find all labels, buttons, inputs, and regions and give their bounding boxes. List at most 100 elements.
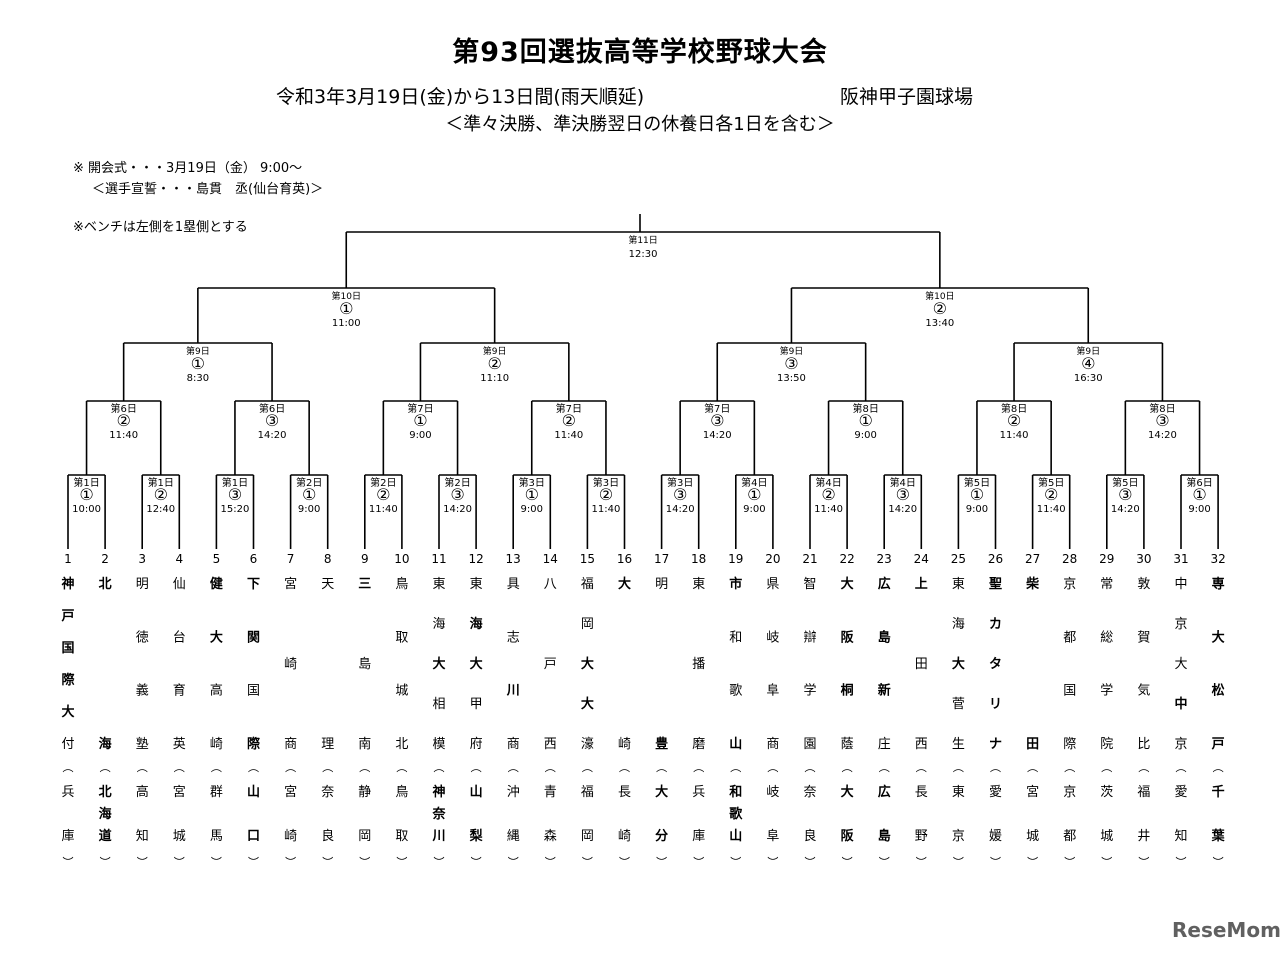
team-number: 26: [988, 552, 1003, 566]
team-prefecture-char: 島: [878, 828, 891, 844]
team-name-char: 鳥: [395, 577, 408, 592]
team-name-char: 戸: [1212, 737, 1225, 752]
team-number: 1: [64, 552, 72, 566]
team-number: 11: [431, 552, 446, 566]
team-prefecture-char: 山: [470, 784, 483, 800]
match-day-label: 第6日: [259, 402, 285, 415]
team-prefecture-char: 大: [841, 784, 854, 800]
paren-close: ︶: [730, 856, 741, 869]
team-prefecture-char: 崎: [618, 829, 631, 844]
team-number: 31: [1173, 552, 1188, 566]
team-name-char: 付: [61, 737, 74, 752]
paren-close: ︶: [1027, 856, 1038, 869]
team-prefecture-char: 福: [1137, 785, 1150, 800]
match-day-label: 第4日: [741, 476, 767, 489]
team-name-char: 具: [507, 577, 520, 592]
team-name-char: 商: [766, 737, 779, 752]
paren-open: ︵: [508, 761, 519, 774]
team-prefecture-char: 良: [803, 828, 816, 844]
paren-close: ︶: [916, 856, 927, 869]
match-time-label: 11:40: [592, 504, 621, 515]
match-day-label: 第6日: [1186, 476, 1212, 489]
team-prefecture-char: 長: [915, 785, 928, 800]
paren-close: ︶: [1213, 856, 1224, 869]
team-number: 25: [951, 552, 966, 566]
match-day-label: 第9日: [483, 345, 507, 357]
team-prefecture-char: 和: [729, 784, 742, 800]
team-prefecture-char: 京: [952, 829, 965, 844]
match-time-label: 14:20: [888, 504, 917, 515]
team-prefecture-char: 崎: [284, 829, 297, 844]
team-name-char: 生: [952, 737, 965, 752]
paren-close: ︶: [211, 856, 222, 869]
match-time-label: 9:00: [854, 430, 876, 441]
team-name-char: 田: [1026, 737, 1039, 752]
match-day-label: 第5日: [1038, 476, 1064, 489]
team-name-char: 市: [729, 576, 742, 592]
team-name-char: 下: [247, 577, 260, 592]
match-number-label: ①: [339, 299, 353, 318]
team-name-char: 柴: [1025, 576, 1040, 592]
team-name-char: 播: [692, 657, 705, 672]
team-name-char: 中: [1174, 696, 1187, 712]
team-name-char: 宮: [284, 576, 297, 592]
match-day-label: 第5日: [1112, 476, 1138, 489]
team-name-char: 学: [1100, 683, 1113, 699]
match-time-label: 13:40: [925, 318, 954, 329]
match-time-label: 14:20: [1148, 430, 1177, 441]
paren-close: ︶: [656, 856, 667, 869]
team-prefecture-char: 宮: [284, 784, 297, 800]
team-name-char: 阪: [841, 630, 855, 645]
team-name-char: 甲: [470, 697, 483, 712]
match-number-label: ③: [265, 411, 279, 430]
match-time-label: 14:20: [703, 430, 732, 441]
team-prefecture-char: 川: [431, 829, 445, 844]
match-time-label: 11:40: [369, 504, 398, 515]
team-name-char: 大: [1212, 629, 1225, 645]
team-number: 23: [877, 552, 892, 566]
match-number-label: ③: [228, 485, 242, 504]
opening-ceremony-note: ※ 開会式・・・3月19日（金） 9:00～: [73, 161, 303, 176]
paren-open: ︵: [916, 761, 927, 774]
team-prefecture-char: 長: [618, 785, 631, 800]
paren-open: ︵: [174, 761, 185, 774]
team-prefecture-char: 知: [1174, 828, 1187, 844]
team-prefecture-char: 宮: [1026, 784, 1039, 800]
match-number-label: ①: [858, 411, 872, 430]
team-number: 20: [765, 552, 780, 566]
team-prefecture-char: 宮: [173, 784, 186, 800]
match-time-label: 9:00: [521, 504, 543, 515]
team-name-char: 大: [581, 656, 594, 672]
match-number-label: ③: [1118, 485, 1132, 504]
team-name-char: 園: [803, 737, 816, 752]
team-prefecture-char: 東: [952, 784, 965, 800]
paren-close: ︶: [434, 856, 445, 869]
team-prefecture-char: 城: [173, 829, 186, 844]
team-number: 6: [250, 552, 258, 566]
paren-open: ︵: [1138, 761, 1149, 774]
paren-open: ︵: [767, 761, 778, 774]
match-number-label: ③: [1155, 411, 1169, 430]
team-number: 30: [1136, 552, 1151, 566]
paren-close: ︶: [619, 856, 630, 869]
match-day-label: 第3日: [519, 476, 545, 489]
paren-close: ︶: [100, 856, 111, 869]
team-number: 5: [213, 552, 221, 566]
team-prefecture-char: 福: [581, 785, 594, 800]
paren-close: ︶: [990, 856, 1001, 869]
team-name-char: ナ: [989, 737, 1002, 752]
team-name-char: 比: [1137, 737, 1150, 752]
team-prefecture-char: 奈: [431, 806, 446, 822]
paren-open: ︵: [990, 761, 1001, 774]
team-number: 10: [394, 552, 409, 566]
team-name-char: 府: [470, 737, 483, 752]
team-name-char: 商: [284, 737, 297, 752]
team-name-char: 取: [395, 630, 408, 645]
paren-open: ︵: [656, 761, 667, 774]
paren-close: ︶: [174, 856, 185, 869]
team-prefecture-char: 岡: [358, 829, 371, 844]
team-name-char: リ: [989, 697, 1002, 712]
match-day-label: 第2日: [444, 476, 470, 489]
